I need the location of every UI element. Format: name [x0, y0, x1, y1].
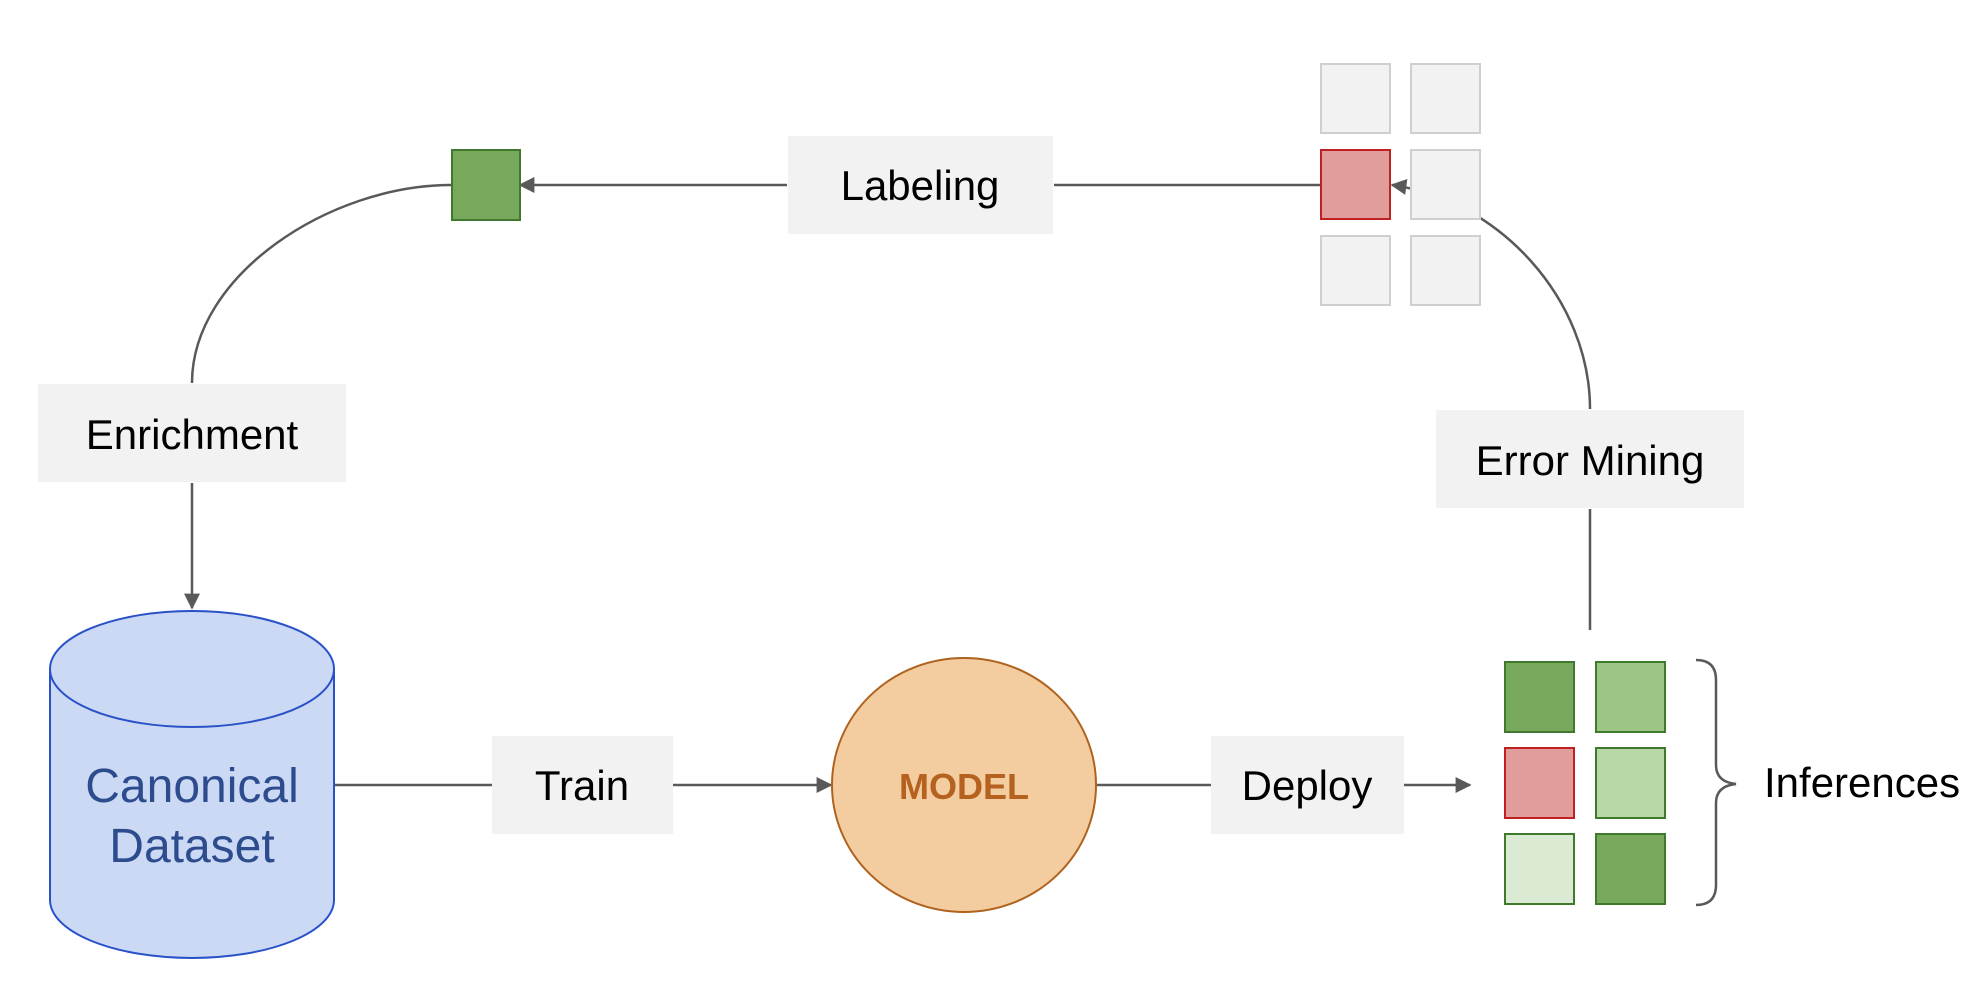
inferences-grid	[1504, 661, 1666, 905]
inference-error	[1504, 747, 1575, 819]
mined-samples-grid	[1320, 63, 1481, 306]
labeled-sample	[451, 149, 521, 221]
train-box-bg	[492, 736, 673, 834]
error-mining-label: Error Mining	[1476, 437, 1705, 484]
sample-to-enrichment-curve	[190, 183, 452, 384]
train-label: Train	[535, 762, 629, 809]
inference-correct	[1595, 833, 1666, 905]
model-circle	[831, 657, 1097, 913]
inferences-brace	[1695, 658, 1737, 907]
inference-correct	[1595, 747, 1666, 819]
error-mining-box: Error Mining	[1436, 410, 1744, 508]
mined-sample-empty	[1410, 235, 1481, 306]
mined-sample-error	[1320, 149, 1391, 220]
dataset-label-line1: Canonical	[85, 760, 298, 813]
inference-correct	[1504, 661, 1575, 733]
dataset-label-line2: Dataset	[109, 820, 274, 873]
model-node: MODEL	[831, 657, 1097, 913]
mined-sample-empty	[1410, 149, 1481, 220]
inference-correct	[1595, 661, 1666, 733]
deploy-box-bg	[1211, 736, 1404, 834]
labeling-label: Labeling	[841, 162, 1000, 209]
mined-sample-empty	[1320, 63, 1391, 134]
deploy-box: Deploy	[1211, 736, 1404, 834]
inferences-label: Inferences	[1764, 759, 1960, 806]
mined-sample-empty	[1320, 235, 1391, 306]
canonical-dataset-cylinder: Canonical Dataset	[49, 610, 335, 959]
labeling-box-bg	[788, 136, 1053, 234]
model-label: MODEL	[899, 766, 1029, 807]
train-box: Train	[492, 736, 673, 834]
dataset-cylinder-body	[49, 669, 335, 959]
dataset-cylinder-top	[49, 610, 335, 728]
labeling-box: Labeling	[788, 136, 1053, 234]
inference-correct	[1504, 833, 1575, 905]
deploy-label: Deploy	[1242, 762, 1373, 809]
enrichment-box: Enrichment	[38, 384, 346, 482]
mined-sample-empty	[1410, 63, 1481, 134]
enrichment-box-bg	[38, 384, 346, 482]
enrichment-label: Enrichment	[86, 411, 299, 458]
error-mining-box-bg	[1436, 410, 1744, 508]
